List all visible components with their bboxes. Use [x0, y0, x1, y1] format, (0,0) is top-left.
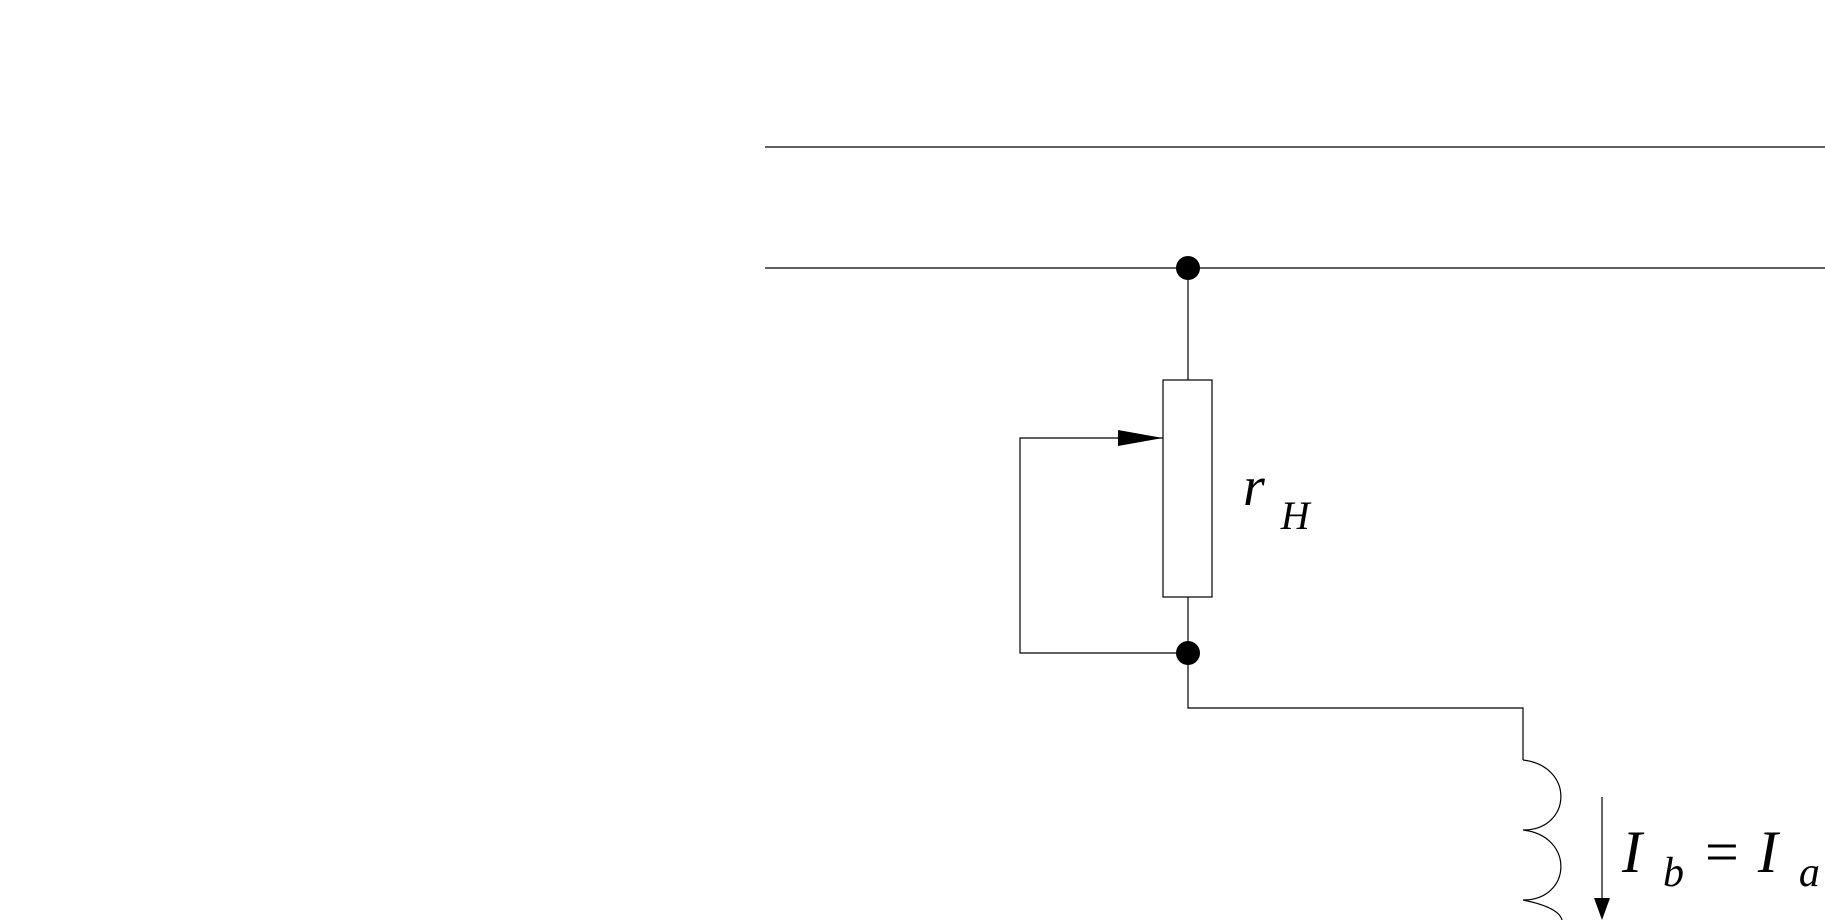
current-subscript-right: a — [1799, 850, 1820, 896]
rheostat-label: r H — [1243, 456, 1312, 538]
equals-sign: = — [1705, 819, 1739, 885]
field-winding-coil — [1522, 759, 1563, 920]
current-label: I b = I a — [1621, 819, 1820, 899]
wiper-bypass-wire — [1019, 437, 1188, 654]
rheostat-body — [1162, 379, 1213, 598]
current-symbol-right: I — [1757, 819, 1781, 885]
rheostat-symbol: r — [1243, 456, 1265, 518]
current-subscript-left: b — [1663, 850, 1684, 896]
wire-to-winding — [1187, 653, 1524, 760]
wiper-arrow-icon — [1118, 430, 1163, 446]
rheostat-subscript: H — [1280, 493, 1312, 538]
current-symbol-left: I — [1621, 819, 1645, 885]
current-arrow-head-icon — [1594, 898, 1610, 920]
